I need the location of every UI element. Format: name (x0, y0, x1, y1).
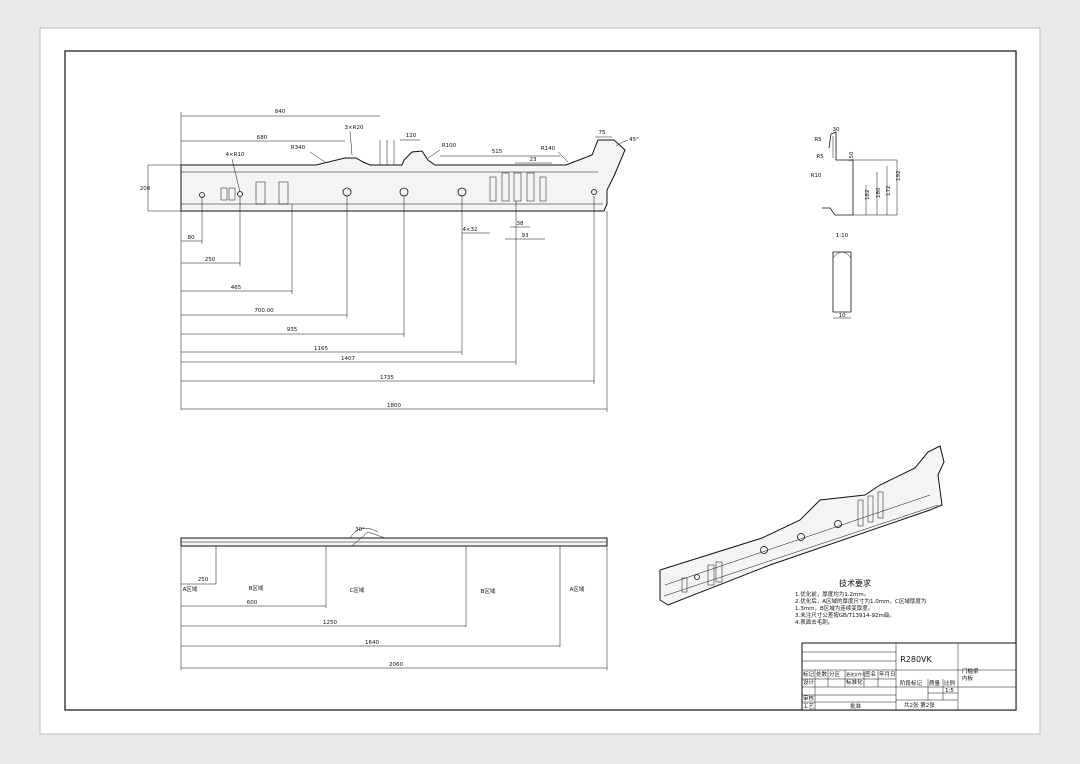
dim-93: 93 (522, 233, 529, 239)
dim-38: 38 (517, 221, 524, 227)
dim-1735: 1735 (380, 375, 394, 381)
dim-208: 208 (140, 186, 151, 192)
dev-dim-1250: 1250 (323, 620, 337, 626)
tb-mass: 质量 (929, 679, 941, 687)
tb-design: 设计 (803, 678, 815, 686)
dev-angle: 30° (355, 527, 365, 533)
note-1: 1.优化前，厚度均为1.2mm。 (795, 590, 869, 598)
note-2: 2.优化后，A区域的厚度尺寸为1.0mm，C区域厚度为 (795, 597, 926, 605)
tb-ratio: 比例 (944, 679, 956, 687)
scale-1-10: 1:10 (836, 233, 849, 239)
dev-dim-2060: 2060 (389, 662, 403, 668)
note-5: 4.表面去毛刺。 (795, 618, 833, 626)
developed-view: 30° A区域 B区域 C区域 B区域 A区域 250 600 1250 164… (180, 527, 608, 670)
dim-r100: R100 (442, 143, 457, 149)
drawing-frame (64, 50, 1017, 711)
dim-700: 700.00 (254, 308, 274, 314)
dim-1165: 1165 (314, 346, 328, 352)
tb-mark: 标记 (803, 670, 815, 678)
tb-stage: 阶段标记 (900, 679, 923, 687)
part-name-line1: 门槛梁 (962, 667, 979, 675)
dev-dim-250: 250 (198, 577, 209, 583)
dim-80: 80 (188, 235, 195, 241)
dim-45deg: 45° (629, 137, 639, 143)
part-name-line2: 内板 (962, 674, 974, 682)
tb-date: 年月日 (879, 670, 896, 678)
sec-150: 150 (849, 151, 855, 162)
sec-r5a: R5 (814, 137, 822, 143)
detail-10: 10 (839, 313, 846, 319)
dim-r140: R140 (541, 146, 556, 152)
dim-515: 515 (492, 149, 503, 155)
sec-182: 182 (865, 190, 871, 201)
note-4: 3.未注尺寸公差按GB/T13914-92m级。 (795, 611, 895, 619)
zone-b2: B区域 (481, 587, 496, 595)
sec-180: 180 (876, 187, 882, 198)
dev-dim-600: 600 (247, 600, 258, 606)
dim-120: 120 (406, 133, 417, 139)
dim-465: 465 (231, 285, 242, 291)
dim-r340: R340 (291, 145, 306, 151)
tb-change-doc: 更改文件号 (846, 671, 866, 677)
section-view: 30 R5 R5 R10 192 172 180 182 150 1:10 10 (811, 127, 902, 319)
front-view: 840 680 3×R20 R340 4×R10 120 R100 515 R1… (140, 109, 639, 412)
isometric-view (659, 445, 945, 606)
dim-4x32: 4×32 (462, 227, 477, 233)
tb-sign: 签名 (865, 670, 876, 678)
sec-30: 30 (833, 127, 840, 133)
dim-3xr20: 3×R20 (345, 125, 364, 131)
dim-4xr10: 4×R10 (226, 152, 245, 158)
tb-standard: 标准化 (846, 678, 863, 686)
tb-count: 处数 (816, 670, 828, 678)
tb-zone: 分区 (829, 670, 841, 678)
tb-approve: 批准 (850, 702, 862, 710)
sec-192: 192 (896, 171, 902, 182)
tb-process: 工艺 (803, 703, 815, 710)
part-number: R280VK (900, 655, 932, 664)
tb-review: 审核 (803, 694, 815, 702)
technical-notes: 技术要求 1.优化前，厚度均为1.2mm。 2.优化后，A区域的厚度尺寸为1.0… (795, 578, 926, 626)
zone-b1: B区域 (249, 584, 264, 592)
note-3: 1.3mm，B区域为连续变厚度。 (795, 604, 873, 612)
dim-75: 75 (599, 130, 606, 136)
zone-a2: A区域 (570, 585, 585, 593)
dim-935: 935 (287, 327, 298, 333)
dim-1800: 1800 (387, 403, 401, 409)
dim-23: 23 (530, 157, 537, 163)
tb-sheets: 共2张 第2张 (904, 701, 935, 709)
dim-250: 250 (205, 257, 216, 263)
zone-c: C区域 (350, 586, 365, 594)
dim-680: 680 (257, 135, 268, 141)
tb-scale: 1:5 (945, 688, 954, 694)
sec-r10: R10 (811, 173, 822, 179)
sec-r5b: R5 (816, 154, 824, 160)
title-block: R280VK 门槛梁 内板 标记 处数 分区 更改文件号 签名 年月日 设计 标… (801, 642, 1017, 711)
sec-172: 172 (886, 186, 892, 197)
dim-840: 840 (275, 109, 286, 115)
dim-1407: 1407 (341, 356, 355, 362)
zone-a1: A区域 (183, 585, 198, 593)
notes-title: 技术要求 (839, 578, 871, 588)
dev-dim-1640: 1640 (365, 640, 379, 646)
